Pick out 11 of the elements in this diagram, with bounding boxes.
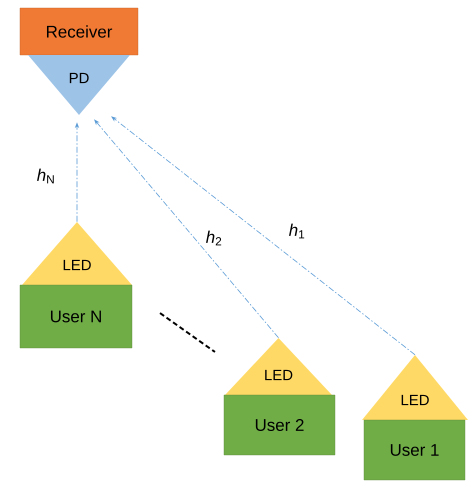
box: User 2 [224,394,336,456]
led-triangle: LED [362,355,468,420]
box: Receiver [20,8,138,56]
led-triangle: LED [225,338,332,395]
edge-label: h$_{1}$ [288,222,306,240]
box: User N [20,284,132,348]
box: User 1 [364,420,466,480]
photodiode-triangle: PD [28,55,130,115]
led-triangle: LED [22,222,132,285]
edge-label: h$_{2}$ [204,230,224,246]
edge-label: h$_{N}$ [36,168,56,184]
